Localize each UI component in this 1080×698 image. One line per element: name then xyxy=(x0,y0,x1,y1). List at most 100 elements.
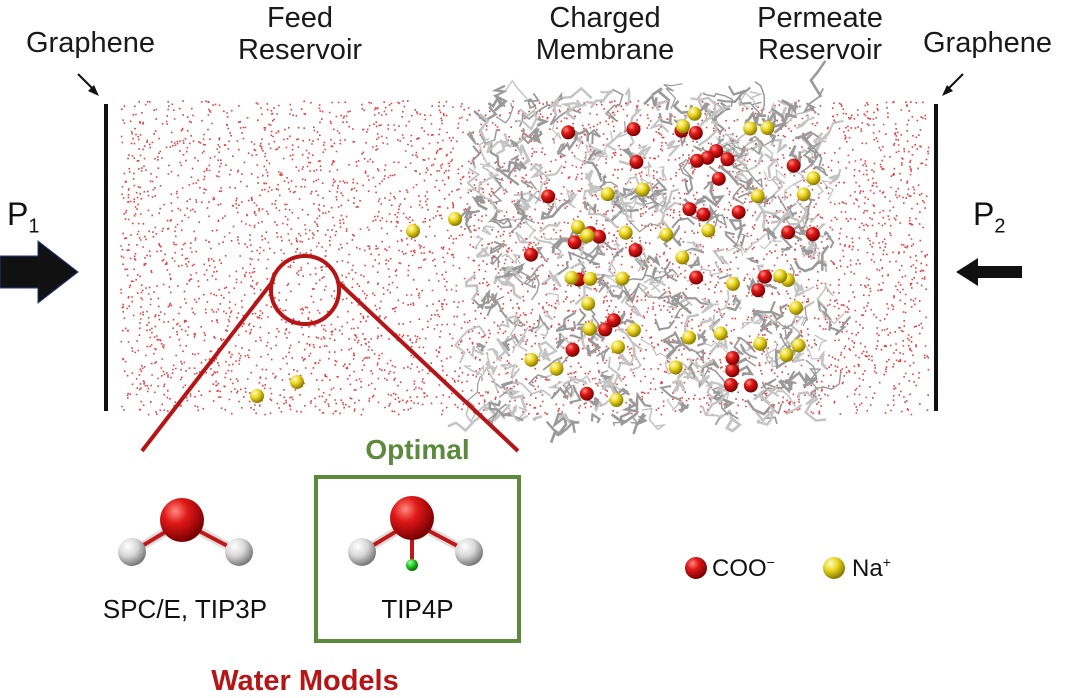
polymer-strand xyxy=(699,101,711,112)
legend-na-label: Na+ xyxy=(852,554,891,582)
polymer-strand xyxy=(469,344,486,359)
polymer-strand xyxy=(552,86,593,116)
polymer-strand xyxy=(639,282,654,298)
polymer-strand xyxy=(625,176,654,191)
feed-reservoir-label: Feed Reservoir xyxy=(237,2,363,66)
na-ion xyxy=(600,187,615,202)
polymer-strand xyxy=(500,363,516,376)
zoom-line-right xyxy=(335,279,520,453)
polymer-strand xyxy=(526,125,543,145)
coo-ion xyxy=(523,247,538,262)
water-dots xyxy=(120,100,930,416)
polymer-strand xyxy=(807,156,815,166)
polymer-strand xyxy=(477,172,500,192)
polymer-strand xyxy=(497,314,518,329)
polymer-strand xyxy=(558,341,578,369)
polymer-strand xyxy=(611,197,638,218)
polymer-strand xyxy=(729,129,752,153)
polymer-strand xyxy=(540,198,572,221)
polymer-strand xyxy=(764,152,777,179)
polymer-strand xyxy=(522,181,538,191)
polymer-strand xyxy=(632,412,648,435)
polymer-strand xyxy=(566,188,575,206)
polymer-strand xyxy=(545,419,576,436)
polymer-strand xyxy=(726,295,742,312)
polymer-strand xyxy=(671,217,695,229)
polymer-strand xyxy=(600,370,612,380)
polymer-strand xyxy=(513,191,532,202)
legend-na-sphere xyxy=(823,557,845,579)
polymer-strand xyxy=(828,315,852,336)
polymer-strand xyxy=(760,145,780,167)
polymer-strand xyxy=(505,404,518,421)
polymer-strand xyxy=(629,180,661,203)
polymer-strand xyxy=(640,338,672,362)
na-ion xyxy=(701,223,716,238)
polymer-strand xyxy=(731,299,743,310)
polymer-strand xyxy=(673,330,686,346)
na-ion xyxy=(635,182,650,197)
polymer-strand xyxy=(705,213,727,227)
polymer-strand xyxy=(555,311,577,332)
oxygen-atom xyxy=(390,496,434,540)
na-ion xyxy=(675,250,690,265)
polymer-strand xyxy=(574,143,599,165)
polymer-strand xyxy=(777,99,793,108)
polymer-strand xyxy=(731,146,749,170)
polymer-strand xyxy=(610,412,638,424)
polymer-strand xyxy=(683,370,711,387)
polymer-strand xyxy=(651,87,671,111)
polymer-strand xyxy=(597,273,622,299)
polymer-strand xyxy=(769,101,777,113)
polymer-strand xyxy=(556,125,579,156)
polymer-strand xyxy=(732,187,745,205)
polymer-strand xyxy=(801,148,815,160)
polymer-strand xyxy=(483,132,510,154)
polymer-strand xyxy=(765,386,780,399)
polymer-strand xyxy=(522,272,540,301)
polymer-strand xyxy=(648,116,670,133)
polymer-strand xyxy=(515,231,530,244)
polymer-strand xyxy=(473,234,484,250)
polymer-strand xyxy=(503,265,523,279)
na-ion xyxy=(779,348,794,363)
polymer-strand xyxy=(596,346,611,362)
polymer-strand xyxy=(658,200,672,225)
coo-ion xyxy=(696,207,711,222)
polymer-strand xyxy=(728,137,748,159)
m-site xyxy=(406,559,418,571)
polymer-strand xyxy=(478,137,491,168)
polymer-strand xyxy=(665,139,682,157)
polymer-strand xyxy=(548,381,563,389)
na-ion xyxy=(788,300,803,315)
polymer-strand xyxy=(782,206,811,226)
polymer-strand xyxy=(739,343,758,360)
zoom-circle xyxy=(269,254,341,326)
polymer-strand xyxy=(701,297,719,314)
polymer-strand xyxy=(804,391,827,422)
polymer-strand xyxy=(820,179,835,201)
optimal-label: Optimal xyxy=(365,434,470,465)
polymer-strand xyxy=(575,127,590,142)
polymer-strand xyxy=(600,89,614,98)
water-molecules xyxy=(120,100,930,416)
na-ion xyxy=(609,392,624,407)
polymer-strand xyxy=(643,93,658,107)
polymer-strand xyxy=(724,230,746,247)
polymer-strand xyxy=(481,161,499,182)
polymer-strand xyxy=(745,399,775,416)
polymer-strand xyxy=(641,407,667,431)
water-models-title: Water Models xyxy=(211,665,399,697)
polymer-strand xyxy=(563,377,588,386)
polymer-strand xyxy=(750,81,766,117)
coo-ion xyxy=(725,351,740,366)
polymer-strand xyxy=(737,92,758,109)
polymer-strand xyxy=(567,375,592,385)
polymer-strand xyxy=(486,403,512,423)
polymer-strand xyxy=(536,117,550,128)
polymer-strand xyxy=(814,334,828,352)
polymer-strand xyxy=(795,114,815,130)
polymer-strand xyxy=(746,177,756,191)
polymer-strand xyxy=(717,86,751,103)
